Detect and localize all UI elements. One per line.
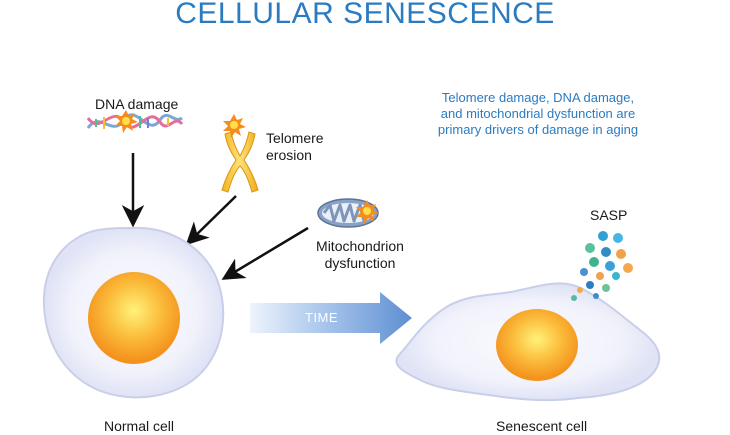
senescent-cell	[395, 282, 661, 402]
mito-label-line-2: dysfunction	[324, 255, 396, 271]
normal-cell-nucleus	[88, 272, 180, 364]
sasp-label: SASP	[590, 207, 628, 223]
note-line-2: and mitochondrial dysfunction are	[440, 106, 636, 121]
senescent-cell-nucleus	[496, 309, 578, 381]
mitochondrion-arrow	[221, 226, 309, 280]
note-line-3: primary drivers of damage in aging	[437, 122, 639, 137]
senescent-cell-label: Senescent cell	[496, 418, 588, 434]
page-title: CELLULAR SENESCENCE	[175, 0, 555, 30]
normal-cell-label: Normal cell	[104, 418, 175, 434]
mitochondrion-dysfunction-label: Mitochondrion dysfunction	[312, 238, 408, 272]
mito-label-line-1: Mitochondrion	[316, 238, 404, 254]
telomere-label-line-2: erosion	[266, 147, 312, 163]
note-line-1: Telomere damage, DNA damage,	[441, 90, 635, 105]
time-arrow	[250, 292, 412, 344]
mitochondrion-icon	[317, 198, 379, 228]
chromosome-icon	[221, 114, 259, 193]
telomere-erosion-label: Telomere erosion	[266, 130, 324, 164]
sasp-particles	[571, 231, 633, 301]
normal-cell	[42, 226, 225, 399]
telomere-arrow	[185, 195, 237, 246]
dna-damage-label: DNA damage	[95, 96, 179, 112]
dna-icon	[86, 110, 184, 133]
telomere-label-line-1: Telomere	[266, 130, 324, 146]
time-label: TIME	[305, 310, 339, 325]
drivers-note: Telomere damage, DNA damage, and mitocho…	[414, 90, 662, 138]
